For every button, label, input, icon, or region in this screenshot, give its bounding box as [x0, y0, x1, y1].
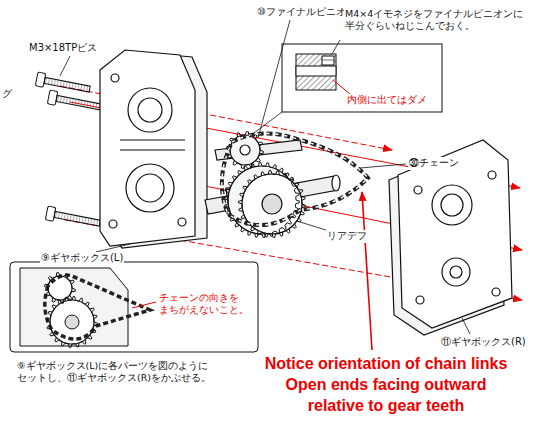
gear-outline	[239, 171, 306, 238]
gear-outline	[225, 163, 300, 238]
part-name: ⑪ギヤボックス(R)	[440, 336, 527, 349]
part-name: リアデフ	[326, 230, 368, 243]
warning-note: チェーンの向きを まちがえないこと。	[158, 292, 250, 316]
leader-line	[462, 318, 470, 334]
screws	[35, 72, 103, 230]
leader-line	[360, 164, 406, 168]
leader-line	[258, 20, 290, 138]
leader-line	[300, 222, 326, 230]
gear-outline	[47, 297, 98, 348]
pinion-detail	[250, 40, 442, 136]
gearbox-right	[389, 140, 512, 335]
notice-leader	[362, 192, 372, 350]
leader-line	[60, 56, 70, 76]
gear-teeth	[45, 273, 98, 348]
gear-teeth	[225, 132, 306, 238]
assembly-note: M4×4イモネジをファイナルピニオンに 半分ぐらいねじこんでおく。	[344, 8, 524, 32]
part-name: ⑨ギヤボックス(L)	[40, 252, 124, 265]
chain	[222, 133, 368, 225]
part-name: ⑩ファイナルピニオン	[256, 6, 357, 19]
rear-diff	[205, 135, 340, 234]
part-name: M3×18TPビス	[28, 42, 98, 55]
english-annotation: Notice orientation of chain links Open e…	[225, 354, 547, 416]
gearbox-left	[100, 50, 207, 248]
part-name: グ	[1, 88, 13, 101]
chain-orientation-inset	[10, 262, 258, 352]
direction-arrows	[60, 86, 522, 300]
assembly-note: ⑨ギヤボックス(L)に各パーツを図のように セットし、⑪ギヤボックス(R)をかぶ…	[16, 360, 212, 384]
gear-outline	[45, 273, 76, 304]
leader-line	[96, 244, 130, 252]
part-name: ㉚チェーン	[408, 157, 460, 170]
warning-note: 内側に出てはダメ	[346, 94, 428, 106]
